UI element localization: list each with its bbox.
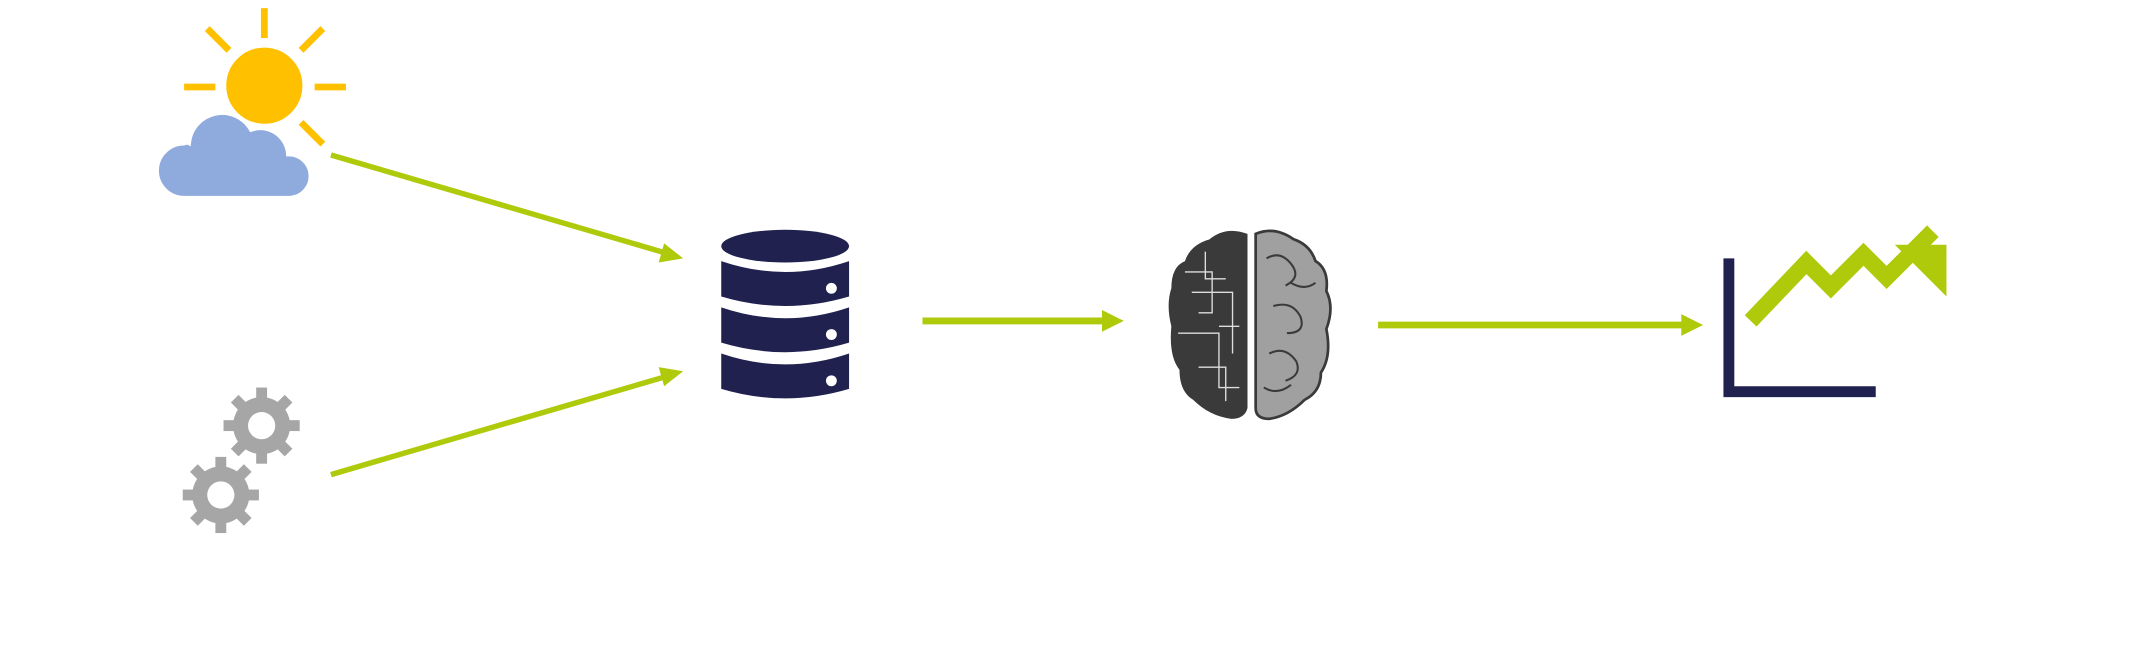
growth-chart-icon — [1723, 225, 1947, 398]
trend-arrowhead — [1894, 244, 1947, 297]
database-icon — [721, 229, 850, 399]
arrow-database-to-ai — [922, 310, 1124, 332]
arrow-ai-to-forecast — [1378, 314, 1704, 336]
sun-icon — [184, 8, 346, 147]
sun-cloud-icon — [156, 8, 346, 199]
cloud-icon — [156, 112, 312, 199]
trend-line — [1744, 225, 1939, 327]
gears-icon — [182, 387, 300, 534]
arrow-machines-to-database — [330, 367, 684, 478]
brain-circuit-half — [1168, 230, 1248, 419]
arrow-weather-to-database — [330, 152, 684, 263]
ai-brain-icon — [1168, 229, 1332, 421]
brain-organic-half — [1254, 229, 1332, 421]
chart-axes — [1723, 258, 1876, 398]
